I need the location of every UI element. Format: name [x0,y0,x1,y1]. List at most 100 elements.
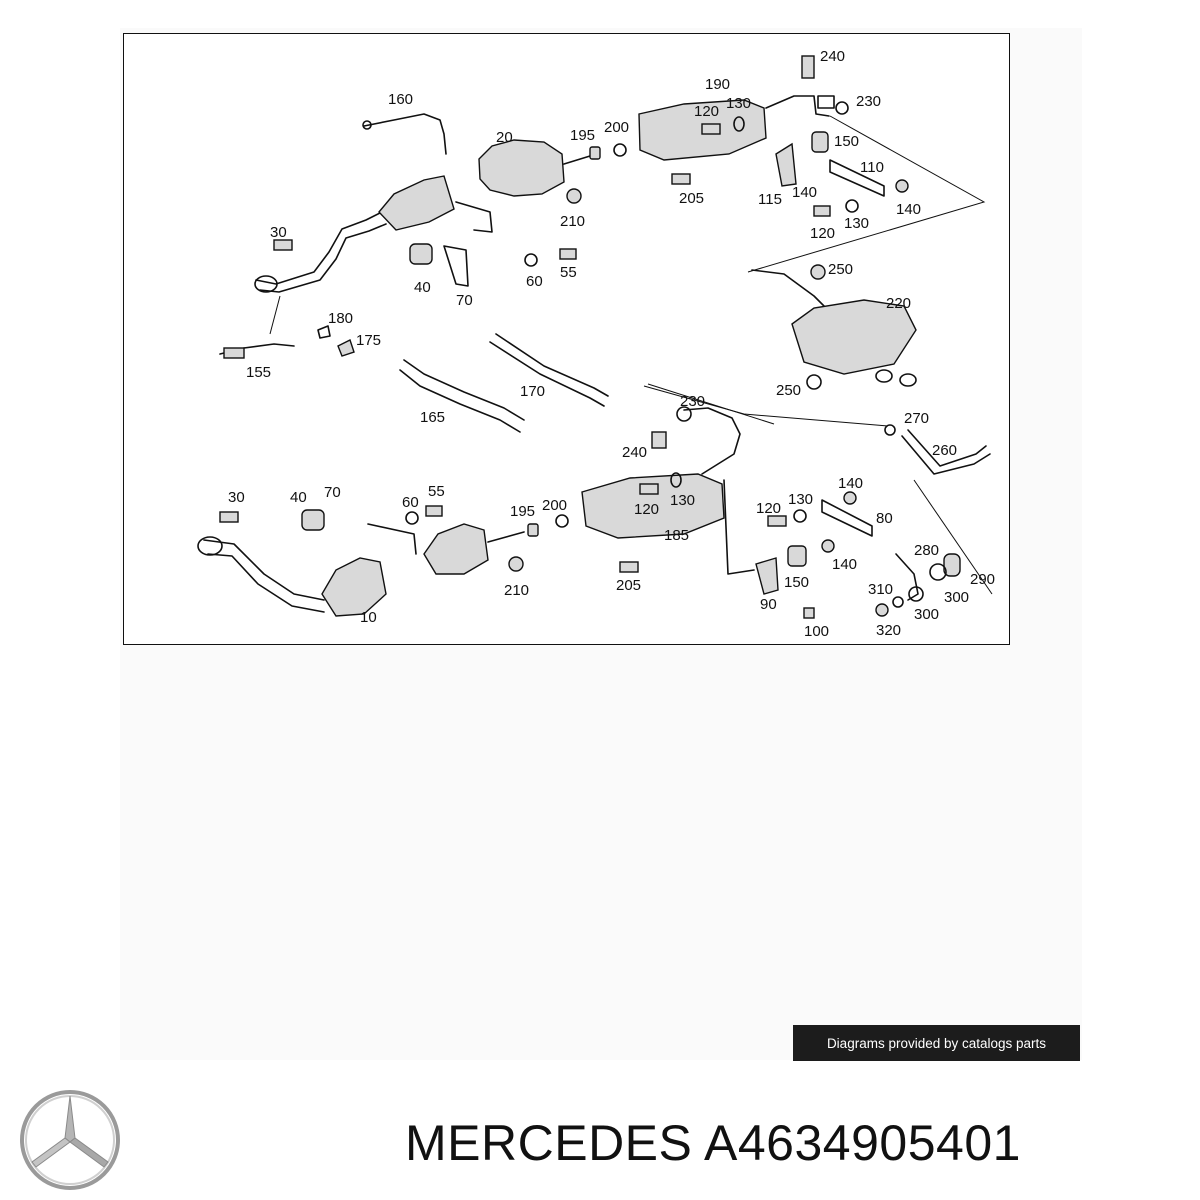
credit-badge: Diagrams provided by catalogs parts [793,1025,1080,1061]
callout-200: 200 [604,119,629,136]
washer-60-upper [524,253,538,267]
seal-230-lower [676,406,692,422]
muffler-185 [581,473,725,539]
callout-90: 90 [760,596,777,613]
diagram-drawing: 240 190 230 160 120 130 20 195 200 150 1… [197,48,995,640]
callout-130: 130 [844,215,869,232]
callout-175: 175 [356,332,381,349]
callout-120: 120 [634,501,659,518]
callout-140: 140 [838,475,863,492]
rubber-mount-40-lower [301,509,325,531]
callout-60: 60 [402,494,419,511]
bushing-290 [943,553,961,577]
nut-140-lower-b [821,539,835,553]
callout-30: 30 [228,489,245,506]
callout-70: 70 [324,484,341,501]
link-line-tail [913,479,993,595]
callout-270: 270 [904,410,929,427]
callout-260: 260 [932,442,957,459]
callout-120: 120 [810,225,835,242]
callout-320: 320 [876,622,901,639]
callout-250: 250 [828,261,853,278]
nut-250-upper [810,264,826,280]
callout-310: 310 [868,581,893,598]
gasket-upper [817,95,835,109]
callout-140: 140 [896,201,921,218]
clamp-270 [884,424,896,436]
callout-165: 165 [420,409,445,426]
spring-280 [895,553,919,601]
callout-30: 30 [270,224,287,241]
sensor-160-tip [362,120,372,130]
cable-tie-170 [489,333,609,407]
callout-230: 230 [680,393,705,410]
catalytic-converter-lower-2 [423,523,489,575]
rubber-mount-150-upper [811,131,829,153]
bolt-120-side [767,515,787,527]
bracket-70-upper [455,201,493,233]
callout-40: 40 [290,489,307,506]
callout-115: 115 [758,191,782,208]
callout-160: 160 [388,91,413,108]
catalytic-converter-10 [321,557,387,617]
callout-150: 150 [834,133,859,150]
nut-250-lower [806,374,822,390]
mercedes-star-icon [20,1090,120,1190]
nut-210-upper [566,188,582,204]
bolt-30-upper [273,239,293,251]
callout-205: 205 [616,577,641,594]
hanger-90 [755,557,779,595]
washer-130-upper [733,116,745,132]
part-number-caption: MERCEDES A4634905401 [405,1115,1021,1171]
rear-inlet-pipe [751,269,825,307]
washer-300-a [929,563,947,581]
callout-20: 20 [496,129,513,146]
bolt-55-lower [425,505,443,517]
callout-120: 120 [756,500,781,517]
clip-180 [317,325,331,339]
nut-320 [875,603,889,617]
catalytic-converter-upper-1 [378,175,455,231]
clamp-195-lower [527,523,539,537]
sensor-160-cable [363,113,447,155]
bracket-110 [829,159,885,197]
seal-230-upper [835,101,849,115]
nut-100 [803,607,815,619]
bolt-120-rear [813,205,831,217]
front-flange-lower [197,536,223,556]
nut-140-upper [895,179,909,193]
bolt-205-lower [619,561,639,573]
rubber-mount-40-upper [409,243,433,265]
washer-130-rear [845,199,859,213]
callout-300: 300 [914,606,939,623]
sensor-155-body [223,347,245,359]
rear-muffler-220 [791,299,917,375]
bolt-120-lower [639,483,659,495]
link-line-mid-2 [647,383,775,425]
tail-pipe-190 [765,95,830,117]
callout-240: 240 [820,48,845,65]
bracket-80 [821,499,873,537]
clamp-195-upper [589,146,601,160]
washer-310 [892,596,904,608]
callout-250: 250 [776,382,801,399]
callout-210: 210 [560,213,585,230]
sensor-155-lead [269,295,281,335]
callout-140: 140 [832,556,857,573]
strap-165 [399,359,525,433]
callout-60: 60 [526,273,543,290]
front-pipe-upper [255,211,387,293]
seal-200-upper [613,143,627,157]
link-line-upper [747,115,986,273]
washer-130-side [793,509,807,523]
callout-195: 195 [570,127,595,144]
bolt-240-upper [801,55,815,79]
callout-300: 300 [944,589,969,606]
callout-55: 55 [428,483,445,500]
callout-130: 130 [670,492,695,509]
callout-230: 230 [856,93,881,110]
callout-220: 220 [886,295,911,312]
callout-210: 210 [504,582,529,599]
washer-60-lower [405,511,419,525]
catalytic-converter-20 [478,139,565,197]
